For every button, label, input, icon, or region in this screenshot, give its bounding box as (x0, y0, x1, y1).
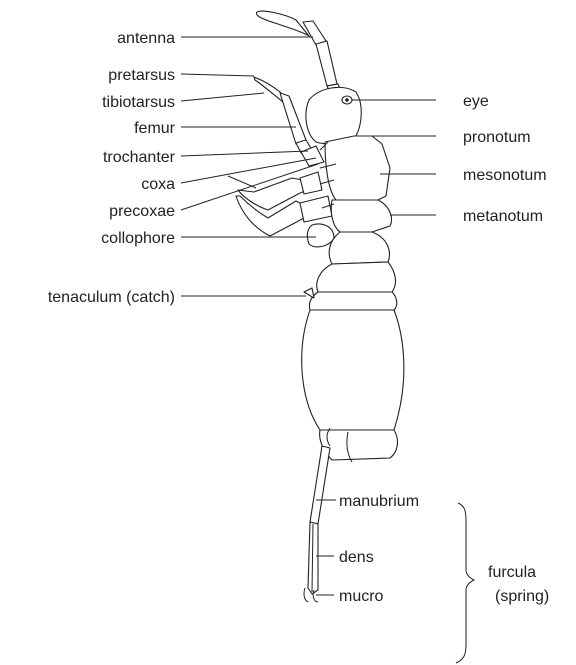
furcula-drawing (304, 446, 330, 602)
label-mucro: mucro (339, 588, 384, 605)
label-pronotum: pronotum (463, 129, 531, 146)
label-manubrium: manubrium (339, 493, 419, 510)
tibiotarsus-leader (181, 93, 264, 101)
label-trochanter: trochanter (103, 149, 176, 166)
label-dens: dens (339, 549, 374, 566)
label-precoxae: precoxae (109, 203, 175, 220)
labels: antenna pretarsus tibiotarsus femur troc… (48, 30, 549, 605)
label-pretarsus: pretarsus (108, 67, 175, 84)
eye-pupil (345, 98, 349, 102)
label-furcula-spring: (spring) (495, 588, 549, 605)
abdomen-drawing (302, 232, 404, 462)
label-tibiotarsus: tibiotarsus (102, 94, 175, 111)
trochanter-leader (181, 151, 308, 156)
head-drawing (306, 87, 361, 143)
label-coxa: coxa (141, 176, 175, 193)
label-furcula: furcula (488, 564, 536, 581)
collophore-drawing (307, 224, 334, 247)
label-femur: femur (134, 120, 176, 137)
label-tenaculum: tenaculum (catch) (48, 289, 175, 306)
label-metanotum: metanotum (463, 208, 543, 225)
label-antenna: antenna (117, 30, 175, 47)
furcula-bracket (456, 503, 474, 663)
label-collophore: collophore (101, 230, 175, 247)
label-mesonotum: mesonotum (463, 167, 547, 184)
pretarsus-leader (181, 74, 254, 76)
hind-leg-drawing (236, 196, 334, 247)
thorax-drawing (320, 136, 392, 232)
label-eye: eye (463, 93, 489, 110)
